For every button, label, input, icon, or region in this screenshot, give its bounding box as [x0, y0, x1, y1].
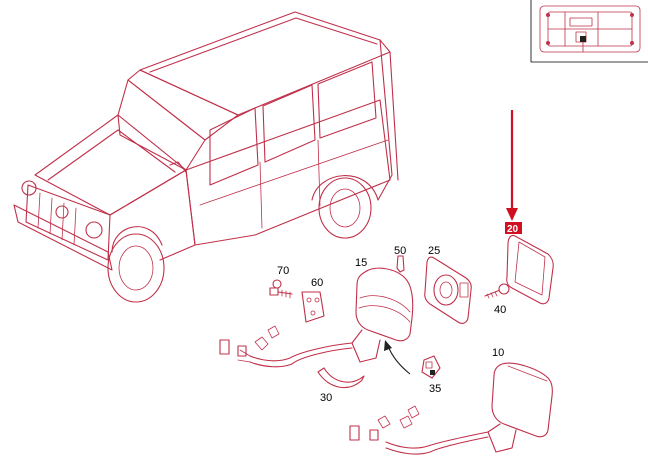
part-labels: 70 60 15 50 25 40 10 30 35 20 [277, 222, 522, 404]
part-30-seal[interactable] [317, 367, 365, 389]
locator-inset [530, 0, 648, 63]
label-part-60[interactable]: 60 [311, 277, 323, 289]
part-20-mirror-glass[interactable] [506, 234, 554, 305]
part-35-connector[interactable] [421, 355, 441, 379]
assembly-arrow [384, 340, 411, 375]
part-70-screw[interactable] [269, 279, 293, 299]
part-40-screw[interactable] [484, 283, 510, 299]
label-part-35[interactable]: 35 [429, 383, 441, 395]
label-part-70[interactable]: 70 [277, 265, 289, 277]
pointer-arrow [506, 110, 518, 221]
label-part-50[interactable]: 50 [394, 245, 406, 257]
label-part-25[interactable]: 25 [428, 245, 440, 257]
label-part-10[interactable]: 10 [492, 347, 504, 359]
part-10-mirror-assembly[interactable] [487, 362, 553, 453]
label-part-20: 20 [507, 224, 519, 235]
wiring-harness-upper [219, 325, 353, 368]
part-60-bracket[interactable] [301, 291, 325, 323]
part-25-mirror-plate[interactable] [424, 256, 472, 324]
label-part-30[interactable]: 30 [320, 392, 332, 404]
part-15-mirror-assembly[interactable] [351, 267, 414, 363]
wiring-harness-lower [349, 405, 489, 455]
vehicle-illustration [13, 11, 399, 303]
locator-vehicle-topview [539, 5, 641, 53]
part-50-clip[interactable] [396, 255, 405, 273]
label-part-15[interactable]: 15 [355, 257, 367, 269]
label-part-40[interactable]: 40 [494, 304, 506, 316]
label-part-20-highlight[interactable]: 20 [505, 222, 522, 235]
